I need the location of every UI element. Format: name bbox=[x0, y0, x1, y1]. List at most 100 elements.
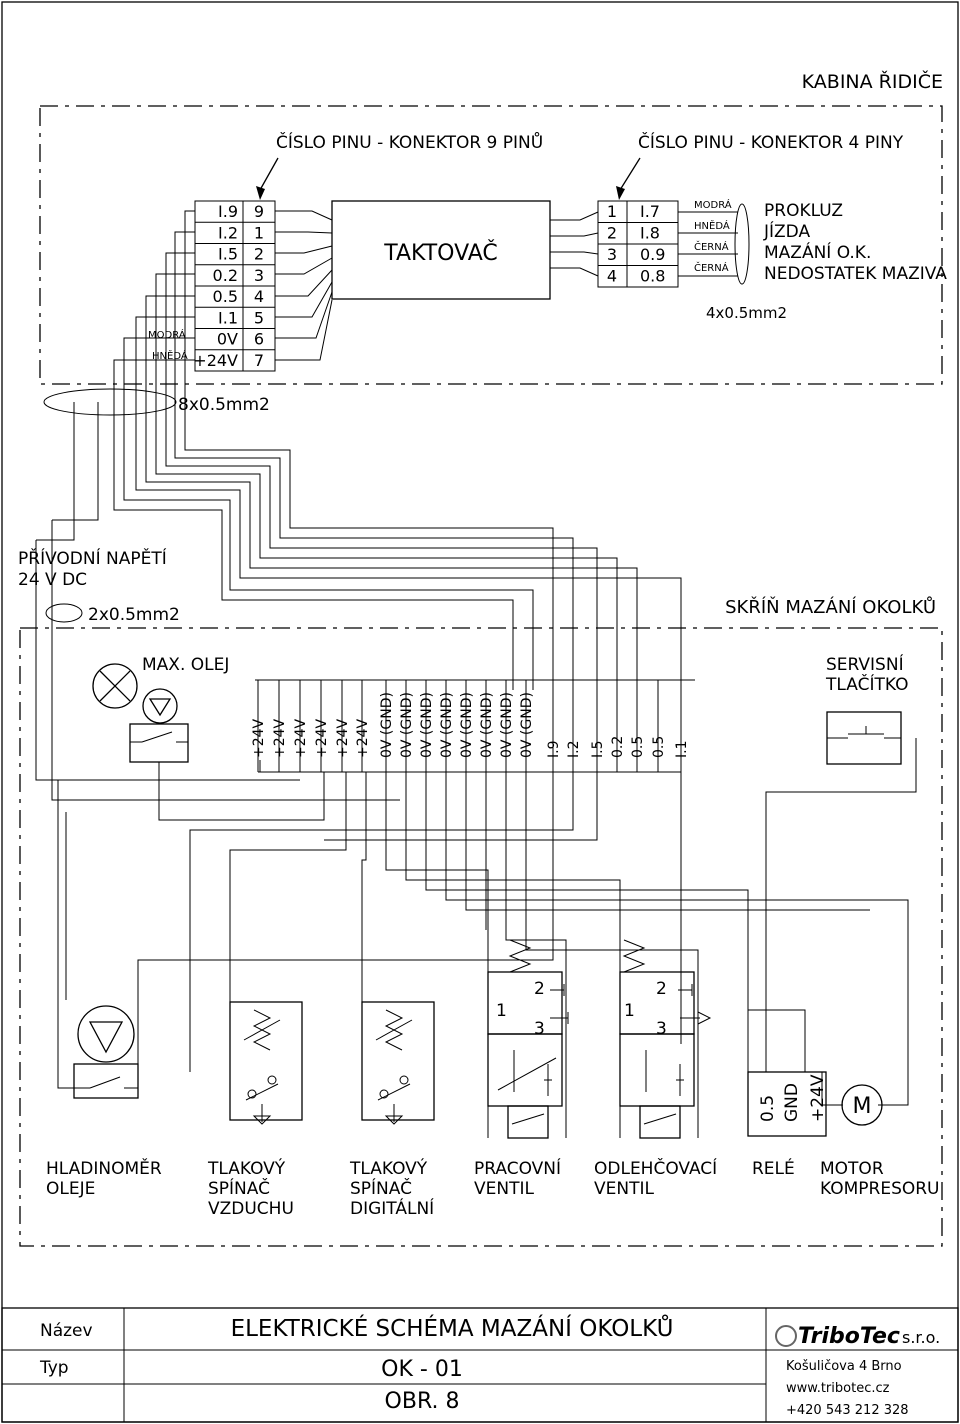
title-block: Název Typ ELEKTRICKÉ SCHÉMA MAZÁNÍ OKOLK… bbox=[1, 1307, 959, 1423]
terminal-label: +24V bbox=[355, 718, 371, 758]
conn9-pin: 5 bbox=[254, 308, 264, 327]
supply-cable-bundle bbox=[45, 603, 83, 623]
component-label: RELÉ bbox=[752, 1157, 795, 1179]
conn9-pin: 1 bbox=[254, 223, 264, 242]
conn4-signal: 0.9 bbox=[640, 245, 665, 264]
conn4-function: NEDOSTATEK MAZIVA bbox=[764, 264, 947, 284]
conn4-signal: 0.8 bbox=[640, 267, 665, 286]
max-oil-label: MAX. OLEJ bbox=[142, 655, 229, 675]
component-label: DIGITÁLNÍ bbox=[350, 1197, 434, 1219]
company-logo-icon bbox=[775, 1325, 797, 1347]
conn4-pin: 2 bbox=[607, 224, 617, 243]
motor-symbol: M bbox=[853, 1094, 872, 1119]
relief-valve-port-1: 1 bbox=[624, 1001, 635, 1021]
conn4-wire-color: ČERNÁ bbox=[694, 261, 729, 274]
relay-terminal: +24V bbox=[808, 1074, 828, 1122]
conn9-signal: I.2 bbox=[218, 223, 238, 242]
relief-valve-port-2: 2 bbox=[656, 979, 667, 999]
component-label: VENTIL bbox=[594, 1179, 654, 1199]
conn9-signal: +24V bbox=[193, 351, 238, 370]
component-label: VENTIL bbox=[474, 1179, 534, 1199]
working-valve-port-3: 3 bbox=[534, 1019, 545, 1039]
conn4-wire-color: ČERNÁ bbox=[694, 240, 729, 253]
cabinet-section: SKŘÍŇ MAZÁNÍ OKOLKŮ MAX. OLEJ SERVISNÍ T… bbox=[19, 520, 943, 1247]
terminal-label: +24V bbox=[314, 718, 330, 758]
conn4-function: MAZÁNÍ O.K. bbox=[764, 241, 871, 263]
service-label-1: SERVISNÍ bbox=[826, 653, 904, 675]
component-label: TLAKOVÝ bbox=[349, 1157, 428, 1179]
conn9-title: ČÍSLO PINU - KONEKTOR 9 PINŮ bbox=[276, 131, 543, 153]
working-valve: 1 2 3 bbox=[487, 939, 569, 1139]
terminal-label: I.5 bbox=[590, 741, 606, 759]
component-label: MOTOR bbox=[820, 1159, 884, 1179]
taktovac-label: TAKTOVAČ bbox=[383, 240, 498, 266]
oil-level-sensor-icon bbox=[77, 1005, 135, 1063]
component-label: OLEJE bbox=[46, 1179, 95, 1199]
conn9-pin: 7 bbox=[254, 351, 264, 370]
conn4-pin: 1 bbox=[607, 202, 617, 221]
supply-title-2: 24 V DC bbox=[18, 570, 87, 590]
company-web: www.tribotec.cz bbox=[786, 1381, 890, 1396]
terminal-label: 0V (GND) bbox=[499, 692, 515, 758]
terminal-label: 0.2 bbox=[610, 736, 626, 758]
conn4-signal: I.7 bbox=[640, 202, 660, 221]
motor-icon bbox=[841, 1084, 883, 1126]
company-phone: +420 543 212 328 bbox=[786, 1403, 909, 1418]
conn9-signal: 0V bbox=[217, 330, 238, 349]
air-pressure-switch bbox=[229, 1001, 303, 1125]
cable-8-bundle bbox=[43, 388, 177, 416]
title-block-figure: OBR. 8 bbox=[385, 1389, 460, 1414]
conn9-signal: 0.2 bbox=[213, 266, 238, 285]
conn9-pin: 4 bbox=[254, 287, 264, 306]
conn4-title: ČÍSLO PINU - KONEKTOR 4 PINY bbox=[638, 131, 904, 153]
terminal-label: 0V (GND) bbox=[439, 692, 455, 758]
cab-title: KABINA ŘIDIČE bbox=[802, 69, 943, 93]
terminal-label: I.2 bbox=[566, 741, 582, 759]
title-block-title: ELEKTRICKÉ SCHÉMA MAZÁNÍ OKOLKŮ bbox=[231, 1313, 674, 1342]
company-suffix: s.r.o. bbox=[902, 1328, 940, 1347]
conn9-pin: 6 bbox=[254, 330, 264, 349]
terminal-label: 0V (GND) bbox=[419, 692, 435, 758]
relief-valve: 1 2 3 bbox=[619, 939, 712, 1139]
conn9-pin: 9 bbox=[254, 202, 264, 221]
cabinet-boundary bbox=[19, 627, 943, 1247]
component-label: KOMPRESORU bbox=[820, 1179, 940, 1199]
conn9-signal: 0.5 bbox=[213, 287, 238, 306]
relay-terminal: 0.5 bbox=[758, 1095, 778, 1122]
relief-valve-port-3: 3 bbox=[656, 1019, 667, 1039]
conn4-wire-color: HNĚDÁ bbox=[694, 219, 730, 232]
max-oil-lamp-icon bbox=[92, 663, 138, 709]
company-address: Košuličova 4 Brno bbox=[786, 1359, 902, 1374]
terminal-label: 0V (GND) bbox=[379, 692, 395, 758]
working-valve-port-2: 2 bbox=[534, 979, 545, 999]
cabinet-title: SKŘÍŇ MAZÁNÍ OKOLKŮ bbox=[725, 596, 936, 618]
terminal-label: I.9 bbox=[546, 741, 562, 759]
conn4-wire-color: MODRÁ bbox=[694, 198, 732, 211]
terminal-label: 0.5 bbox=[651, 736, 667, 758]
conn9-color-blue: MODRÁ bbox=[148, 328, 186, 341]
oil-level-gauge bbox=[73, 1005, 139, 1099]
taktovac-box bbox=[331, 200, 551, 300]
terminal-label: +24V bbox=[251, 718, 267, 758]
component-label: HLADINOMĚR bbox=[46, 1157, 162, 1179]
conn9-signal: I.9 bbox=[218, 202, 238, 221]
conn9-pin: 2 bbox=[254, 245, 264, 264]
working-valve-port-1: 1 bbox=[496, 1001, 507, 1021]
cab-boundary bbox=[39, 105, 943, 385]
relay-terminal: GND bbox=[782, 1083, 802, 1122]
component-label: SPÍNAČ bbox=[208, 1177, 270, 1199]
conn4-pin: 4 bbox=[607, 267, 617, 286]
terminal-label: 0.5 bbox=[630, 736, 646, 758]
terminal-label: +24V bbox=[272, 718, 288, 758]
digital-pressure-switch bbox=[361, 1001, 435, 1125]
conn9-signal: I.1 bbox=[218, 308, 238, 327]
title-block-type-label: Typ bbox=[39, 1358, 69, 1378]
component-label: SPÍNAČ bbox=[350, 1177, 412, 1199]
conn4-function: PROKLUZ bbox=[764, 201, 843, 221]
cable-4-label: 4x0.5mm2 bbox=[706, 304, 787, 322]
cab-section: KABINA ŘIDIČE ČÍSLO PINU - KONEKTOR 9 PI… bbox=[39, 69, 947, 385]
terminal-label: I.1 bbox=[674, 741, 690, 759]
